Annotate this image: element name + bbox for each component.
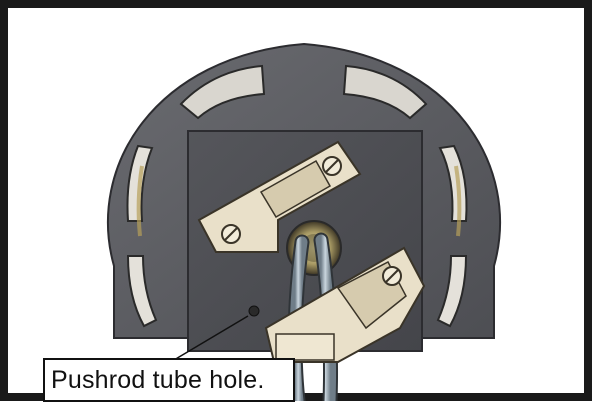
mechanical-assembly-photo — [16, 16, 592, 401]
callout-label: Pushrod tube hole. — [43, 358, 295, 402]
pushrod-tube-hole — [249, 306, 259, 316]
